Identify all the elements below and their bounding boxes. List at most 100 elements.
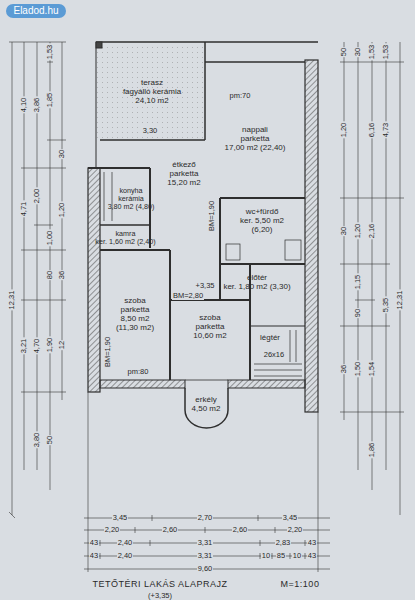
dimension-label: 30 (340, 226, 348, 236)
room-detail: ker. 1,60 m2 (2,40) (95, 238, 155, 246)
room-name: szoba (124, 296, 145, 305)
room-detail: fagyálló kerámia (123, 87, 181, 96)
dimension-label: 90 (354, 308, 362, 318)
room-detail: 15,20 m2 (167, 178, 200, 187)
room-detail: parketta (241, 134, 270, 143)
room-name: légtér (260, 333, 280, 342)
room-label: kamraker. 1,60 m2 (2,40) (94, 228, 156, 248)
dimension-label: 1,50 (354, 361, 362, 378)
dimension-label: 3,31 (197, 552, 214, 560)
dimension-label: 3,86 (33, 97, 41, 114)
dimension-label: 3,45 (282, 514, 299, 522)
dimension-label: 36 (340, 364, 348, 374)
dimension-label: BM=2,80 (172, 292, 204, 300)
dimension-label: 2,60 (162, 526, 179, 534)
dimension-label: 1,15 (354, 274, 362, 291)
room-detail: 17,00 m2 (22,40) (225, 143, 286, 152)
room-detail: 3,80 m2 (4,80) (108, 203, 155, 211)
dimension-label: 50 (340, 47, 348, 57)
dimension-label: 1,20 (340, 122, 348, 139)
dimension-label: 12,31 (8, 290, 16, 311)
room-detail: 8,50 m2 (121, 314, 150, 323)
room-detail: (11,30 m2) (116, 323, 154, 332)
room-name: terasz (141, 78, 163, 87)
dimension-label: 3,30 (142, 127, 159, 135)
dimension-label: 2,40 (117, 552, 134, 560)
room-label: előtérker. 1,80 m2 (3,30) (222, 268, 292, 296)
room-label: nappaliparketta17,00 m2 (22,40) (208, 110, 302, 166)
room-detail: (6,20) (252, 225, 273, 234)
room-label: wc+fürdőker. 5,50 m2(6,20) (222, 202, 302, 238)
dimension-label: 4,73 (382, 122, 390, 139)
room-detail: 4,50 m2 (192, 404, 221, 413)
room-detail: parketta (196, 322, 225, 331)
dimension-label: 2,20 (287, 526, 304, 534)
room-name: szoba (199, 313, 220, 322)
dimension-label: 1,20 (354, 223, 362, 240)
room-detail: ker. 5,50 m2 (240, 216, 284, 225)
room-name: wc+fürdő (246, 207, 279, 216)
dimension-label: (+3,35) (147, 592, 173, 600)
dimension-label: 1,20 (58, 202, 66, 219)
dimension-label: 4,70 (33, 338, 41, 355)
room-label: légtér (252, 330, 288, 344)
dimension-label: 2,16 (368, 223, 376, 240)
dimension-label: 2,00 (33, 188, 41, 205)
dimension-label: 43 (89, 539, 99, 547)
dimension-label: 30 (58, 149, 66, 159)
dimension-label: 10 (261, 552, 271, 560)
room-name: étkező (172, 160, 196, 169)
dimension-label: 36 (58, 270, 66, 280)
watermark: Eladod.hu (6, 4, 65, 18)
plan-title: TETŐTÉRI LAKÁS ALAPRAJZ (91, 579, 228, 589)
dimension-label: 85 (276, 552, 286, 560)
room-detail: kerámia (118, 195, 144, 203)
dimension-label: 4,71 (20, 201, 28, 218)
scale-note: M=1:100 (280, 579, 321, 589)
dimension-label: 3,21 (20, 338, 28, 355)
dimension-label: 10 (292, 552, 302, 560)
dimension-label: 3,45 (112, 514, 129, 522)
dimension-label: BM=1,90 (208, 200, 216, 232)
room-label: teraszfagyálló kerámia24,10 m2 (102, 62, 202, 120)
dimension-label: 2,40 (117, 539, 134, 547)
room-detail: 10,60 m2 (193, 331, 226, 340)
dimension-label: 2,20 (104, 526, 121, 534)
dimension-label: 1,53 (368, 44, 376, 61)
dimension-label: 9,60 (197, 565, 214, 573)
room-label: szobaparketta8,50 m2(11,30 m2) (102, 290, 168, 338)
room-label: szobaparketta10,60 m2 (172, 306, 248, 346)
room-detail: parketta (170, 169, 199, 178)
dimension-label: 1,53 (46, 44, 54, 61)
room-label: étkezőparketta15,20 m2 (152, 150, 216, 196)
room-detail: 24,10 m2 (135, 96, 168, 105)
dimension-label: BM=1,90 (104, 336, 112, 368)
dimension-label: 2,60 (232, 526, 249, 534)
dimension-label: 1,53 (382, 44, 390, 61)
dimension-label: 6,16 (368, 122, 376, 139)
room-label: erkély4,50 m2 (186, 391, 226, 417)
dimension-label: pm:70 (229, 92, 252, 100)
room-name: erkély (195, 395, 216, 404)
dimension-label: 1,86 (368, 442, 376, 459)
dimension-label: 30 (354, 47, 362, 57)
room-detail: ker. 1,80 m2 (3,30) (223, 282, 290, 291)
dimension-label: 3,31 (197, 539, 214, 547)
dimension-label: 2,83 (275, 539, 292, 547)
dimension-label: 43 (307, 539, 317, 547)
dimension-label: 5,35 (382, 297, 390, 314)
dimension-label: 50 (46, 435, 54, 445)
dimension-label: 4,10 (20, 97, 28, 114)
room-name: kamra (116, 230, 136, 238)
dimension-label: 1,54 (368, 361, 376, 378)
dimension-label: 12,31 (396, 290, 404, 311)
dimension-label: 1,85 (46, 92, 54, 109)
dimension-label: pm:80 (127, 368, 150, 376)
dimension-label: 26x16 (263, 351, 285, 359)
room-name: nappali (242, 125, 268, 134)
dimension-label: 1,90 (46, 337, 54, 354)
room-name: előtér (247, 273, 267, 282)
dimension-label: 3,80 (33, 432, 41, 449)
dimension-label: +3,35 (195, 282, 216, 290)
dimension-label: 43 (89, 552, 99, 560)
